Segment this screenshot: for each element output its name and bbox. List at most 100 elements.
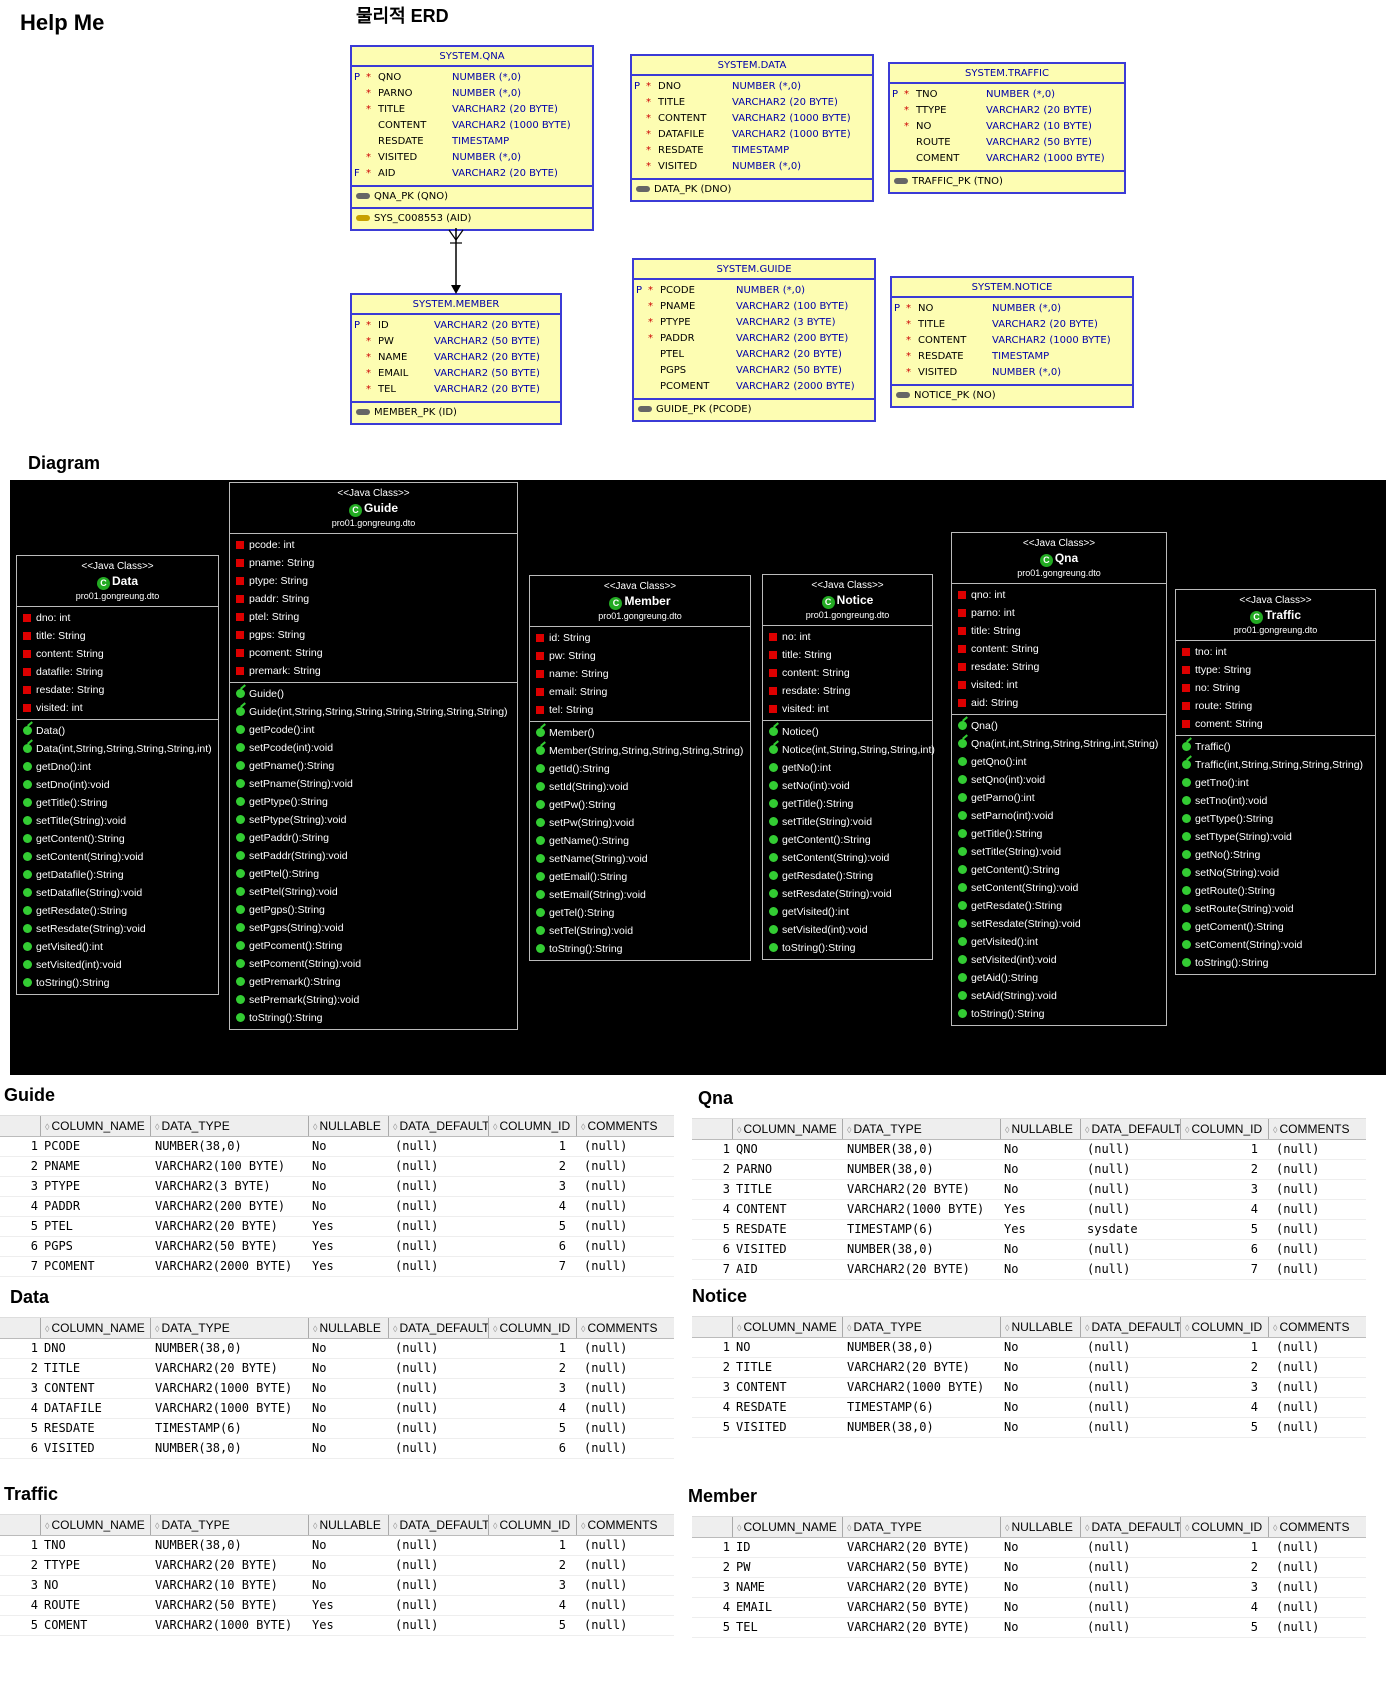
class-method[interactable]: getTel():String	[530, 904, 750, 922]
class-method[interactable]: Data()	[17, 722, 218, 740]
class-method[interactable]: setResdate(String):void	[763, 885, 932, 903]
class-method[interactable]: getEmail():String	[530, 868, 750, 886]
class-method[interactable]: Data(int,String,String,String,String,int…	[17, 740, 218, 758]
class-attribute[interactable]: content: String	[952, 640, 1166, 658]
class-method[interactable]: getId():String	[530, 760, 750, 778]
column-header[interactable]: ◊COLUMN_NAME	[40, 1318, 150, 1338]
column-header[interactable]: ◊DATA_TYPE	[150, 1318, 308, 1338]
class-method[interactable]: getNo():int	[763, 759, 932, 777]
class-method[interactable]: getPcoment():String	[230, 937, 517, 955]
class-method[interactable]: setResdate(String):void	[17, 920, 218, 938]
class-method[interactable]: setPcoment(String):void	[230, 955, 517, 973]
class-method[interactable]: getParno():int	[952, 789, 1166, 807]
class-attribute[interactable]: route: String	[1176, 697, 1375, 715]
class-attribute[interactable]: datafile: String	[17, 663, 218, 681]
class-method[interactable]: setVisited(int):void	[17, 956, 218, 974]
class-method[interactable]: getTitle():String	[952, 825, 1166, 843]
column-header[interactable]: ◊COLUMN_NAME	[40, 1515, 150, 1535]
class-method[interactable]: getPname():String	[230, 757, 517, 775]
class-method[interactable]: setDno(int):void	[17, 776, 218, 794]
column-header[interactable]: ◊NULLABLE	[308, 1116, 388, 1136]
class-method[interactable]: setVisited(int):void	[952, 951, 1166, 969]
class-method[interactable]: getTitle():String	[763, 795, 932, 813]
class-method[interactable]: setTitle(String):void	[952, 843, 1166, 861]
class-method[interactable]: setContent(String):void	[763, 849, 932, 867]
class-method[interactable]: getPcode():int	[230, 721, 517, 739]
class-method[interactable]: getDno():int	[17, 758, 218, 776]
class-method[interactable]: setPname(String):void	[230, 775, 517, 793]
class-method[interactable]: getComent():String	[1176, 918, 1375, 936]
class-method[interactable]: getTno():int	[1176, 774, 1375, 792]
class-method[interactable]: getPtel():String	[230, 865, 517, 883]
class-method[interactable]: setPgps(String):void	[230, 919, 517, 937]
class-attribute[interactable]: tel: String	[530, 701, 750, 719]
column-header[interactable]: ◊COMMENTS	[576, 1515, 674, 1535]
class-method[interactable]: getResdate():String	[763, 867, 932, 885]
class-attribute[interactable]: title: String	[763, 646, 932, 664]
class-method[interactable]: setComent(String):void	[1176, 936, 1375, 954]
class-attribute[interactable]: content: String	[17, 645, 218, 663]
class-method[interactable]: getContent():String	[952, 861, 1166, 879]
class-attribute[interactable]: pcode: int	[230, 536, 517, 554]
class-attribute[interactable]: ptype: String	[230, 572, 517, 590]
class-attribute[interactable]: resdate: String	[952, 658, 1166, 676]
class-attribute[interactable]: tno: int	[1176, 643, 1375, 661]
class-method[interactable]: setPw(String):void	[530, 814, 750, 832]
column-header[interactable]: ◊DATA_TYPE	[842, 1517, 1000, 1537]
class-method[interactable]: toString():String	[1176, 954, 1375, 972]
class-method[interactable]: setTno(int):void	[1176, 792, 1375, 810]
class-method[interactable]: getPtype():String	[230, 793, 517, 811]
class-method[interactable]: setTitle(String):void	[17, 812, 218, 830]
class-attribute[interactable]: pcoment: String	[230, 644, 517, 662]
column-header[interactable]: ◊DATA_TYPE	[150, 1116, 308, 1136]
class-method[interactable]: getNo():String	[1176, 846, 1375, 864]
class-method[interactable]: getPaddr():String	[230, 829, 517, 847]
class-attribute[interactable]: aid: String	[952, 694, 1166, 712]
column-header[interactable]: ◊COLUMN_NAME	[732, 1517, 842, 1537]
class-method[interactable]: setPremark(String):void	[230, 991, 517, 1009]
column-header[interactable]: ◊COLUMN_ID	[1180, 1517, 1268, 1537]
class-attribute[interactable]: id: String	[530, 629, 750, 647]
class-method[interactable]: Notice(int,String,String,String,int)	[763, 741, 935, 759]
column-header[interactable]: ◊NULLABLE	[1000, 1317, 1080, 1337]
class-method[interactable]: getVisited():int	[763, 903, 932, 921]
class-attribute[interactable]: pgps: String	[230, 626, 517, 644]
